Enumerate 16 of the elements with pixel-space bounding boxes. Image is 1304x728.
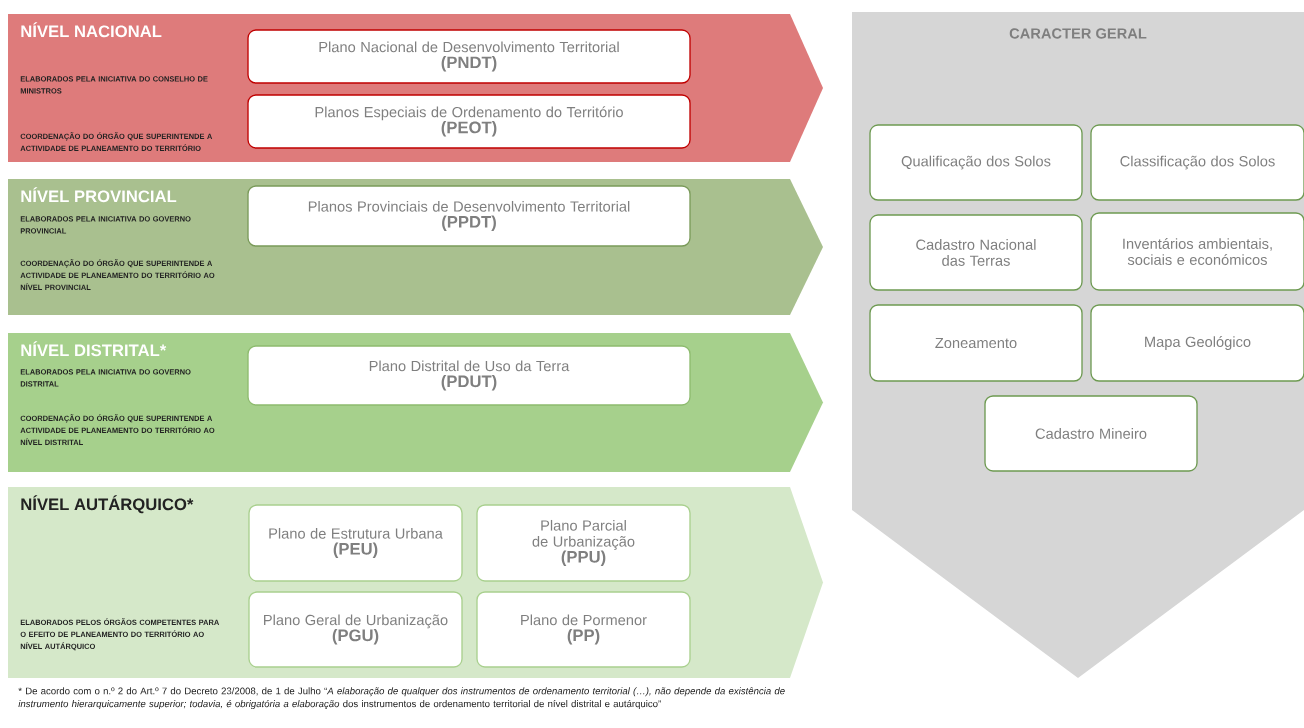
plan-box: Cadastro Nacional das Terras	[869, 214, 1083, 291]
plan-box: Plano Distrital de Uso da Terra (PDUT)	[247, 345, 691, 406]
plan-box: Inventários ambientais, sociais e económicos	[1090, 212, 1304, 291]
plan-box: Plano Parcial de Urbanização (PPU)	[476, 504, 691, 582]
plan-box: Qualificação dos Solos	[869, 124, 1083, 201]
plan-box: Mapa Geológico	[1090, 304, 1304, 382]
plan-box: Zoneamento	[869, 304, 1083, 382]
plan-box: Plano de Pormenor (PP)	[476, 591, 691, 668]
plan-box: Plano Nacional de Desenvolvimento Territorial (PNDT)	[247, 29, 691, 84]
plan-box: Classificação dos Solos	[1090, 124, 1304, 201]
plan-box: Plano Geral de Urbanização (PGU)	[248, 591, 463, 668]
plan-box: Planos Provinciais de Desenvolvimento Territorial (PPDT)	[247, 185, 691, 247]
plan-box: Cadastro Mineiro	[984, 395, 1198, 472]
plan-box: Plano de Estrutura Urbana (PEU)	[248, 504, 463, 582]
plan-box: Planos Especiais de Ordenamento do Território (PEOT)	[247, 94, 691, 149]
footnote: * De acordo com o n.º 2 do Art.º 7 do Decreto 23/2008, de 1 de Julho “A elaboração de qualquer dos instrumentos de ordenamento territorial (…), não depende da existência de instrumento hierarquicamente superior; todavia, é obrigatória a elaboração dos instrumentos de ordenamento territorial de nível distrital e autárquico”	[18, 687, 785, 710]
